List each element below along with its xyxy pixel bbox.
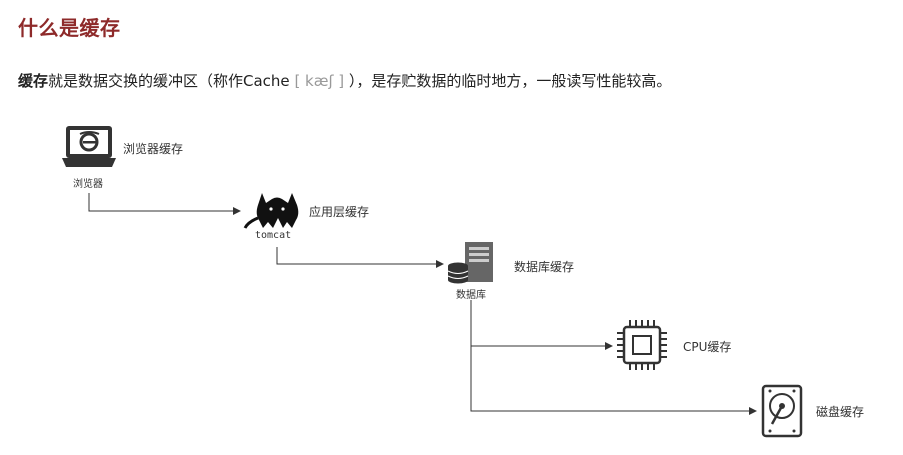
cpu-cache-label: CPU缓存: [683, 340, 732, 354]
browser-caption: 浏览器: [73, 179, 103, 190]
connector-database-disk: [470, 346, 757, 415]
app-cache-label: 应用层缓存: [309, 205, 370, 219]
intro-paragraph: 缓存就是数据交换的缓冲区（称作Cache [ kæʃ ] ），是存贮数据的临时地…: [18, 70, 671, 91]
database-server-icon: [447, 242, 493, 284]
database-caption: 数据库: [456, 290, 486, 301]
hard-disk-icon: [761, 384, 803, 438]
browser-cache-label: 浏览器缓存: [123, 142, 184, 156]
tomcat-cat-icon: [243, 193, 299, 229]
tomcat-caption: tomcat: [255, 230, 292, 241]
disk-cache-label: 磁盘缓存: [816, 405, 865, 419]
connector-database-cpu: [470, 300, 613, 350]
connector-browser-tomcat: [88, 193, 241, 215]
intro-phonetic: [ kæʃ ]: [289, 72, 349, 90]
laptop-ie-icon: [62, 126, 116, 167]
intro-keyword: 缓存: [18, 72, 49, 90]
connector-tomcat-database: [276, 247, 444, 268]
cpu-chip-icon: [617, 320, 667, 370]
intro-text-before: 就是数据交换的缓冲区（称作Cache: [48, 72, 290, 90]
page-title: 什么是缓存: [18, 16, 121, 40]
database-cache-label: 数据库缓存: [514, 260, 575, 274]
intro-text-after: ），是存贮数据的临时地方，一般读写性能较高。: [348, 72, 672, 90]
